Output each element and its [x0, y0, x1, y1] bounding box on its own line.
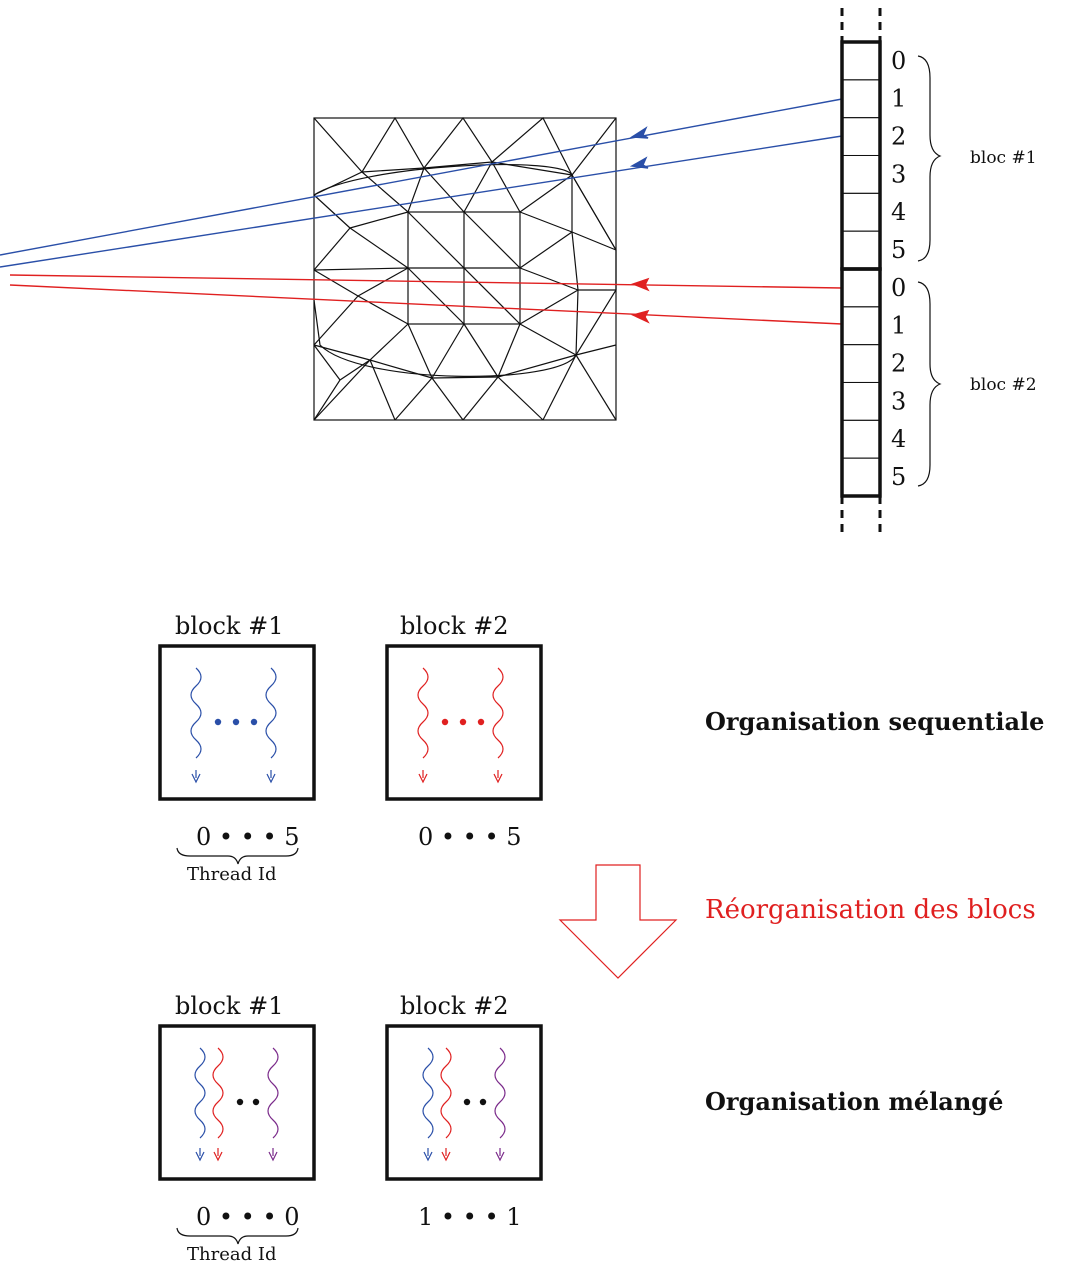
- ray-arrow-icon: [630, 277, 650, 292]
- thread-block-2: [385, 644, 543, 801]
- rays: [0, 98, 843, 325]
- detector-cell-index: 1: [891, 85, 906, 113]
- bloc-label-2: bloc #2: [970, 375, 1037, 395]
- thread-arrow-icon: [195, 1151, 205, 1162]
- thread-wave: [265, 667, 277, 759]
- detector-cell-index: 0: [891, 274, 906, 302]
- detector-strip: 0 1 2 3 4 5 0 1 2 3 4 5 bloc #1 bloc #2: [840, 8, 1037, 532]
- thread-arrow-icon: [441, 1151, 451, 1162]
- thread-range-1: 0 • • • 5: [196, 823, 300, 851]
- mixed-organisation: block #1 block #2 0 • • • 0 1 • • • 1 Th…: [158, 992, 1003, 1265]
- thread-range-2: 0 • • • 5: [418, 823, 522, 851]
- reorganisation-label: Réorganisation des blocs: [705, 895, 1036, 925]
- detector-cell: [841, 79, 881, 119]
- detector-cell-index: 3: [891, 160, 906, 188]
- thread-wave: [440, 1047, 452, 1139]
- detector-cell: [841, 192, 881, 232]
- ellipsis-dot: [214, 718, 222, 726]
- ellipsis-dot: [232, 718, 240, 726]
- thread-range-1: 0 • • • 0: [196, 1203, 300, 1231]
- detector-cell: [841, 344, 881, 383]
- ellipsis-dot: [477, 718, 485, 726]
- thread-arrow-icon: [418, 773, 428, 784]
- ray-red-1: [9, 274, 843, 289]
- thread-wave: [417, 667, 429, 759]
- ellipsis-dot: [463, 1098, 471, 1106]
- thread-arrow-icon: [268, 1151, 278, 1162]
- mesh-ring: [313, 163, 617, 377]
- thread-wave: [212, 1047, 224, 1139]
- detector-cell: [841, 419, 881, 459]
- bloc-brace-2: [917, 281, 942, 487]
- thread-arrow-icon: [266, 773, 276, 784]
- thread-range-2: 1 • • • 1: [418, 1203, 522, 1231]
- ellipsis-dot: [479, 1098, 487, 1106]
- ellipsis-dot: [252, 1098, 260, 1106]
- detector-cell-index: 5: [891, 236, 906, 264]
- thread-id-brace: [176, 847, 299, 865]
- thread-id-brace: [176, 1227, 299, 1245]
- block-title-1: block #1: [175, 992, 283, 1020]
- detector-cell-index: 2: [891, 350, 906, 378]
- bloc-brace-1: [917, 55, 942, 262]
- ray-arrow-icon: [629, 126, 649, 139]
- thread-wave: [492, 667, 504, 759]
- detector-cell: [841, 230, 881, 270]
- thread-block-2: [385, 1024, 543, 1181]
- bloc-label-1: bloc #1: [970, 148, 1037, 168]
- thread-arrow-icon: [493, 773, 503, 784]
- detector-cell: [841, 117, 881, 156]
- thread-arrow-icon: [191, 773, 201, 784]
- detector-cell: [841, 306, 881, 346]
- thread-wave: [494, 1047, 506, 1139]
- down-arrow-icon: [558, 864, 678, 979]
- thread-arrow-icon: [495, 1151, 505, 1162]
- ray-red-2: [9, 284, 843, 325]
- detector-cell-index: 4: [891, 198, 906, 226]
- thread-wave: [194, 1047, 206, 1139]
- detector-cell-index: 4: [891, 425, 906, 453]
- detector-cell: [841, 457, 881, 497]
- detector-cell: [841, 268, 881, 308]
- block-title-2: block #2: [400, 992, 508, 1020]
- sequential-organisation: block #1 block #2 0 • • • 5 0 • • • 5 Th…: [158, 612, 1044, 885]
- detector-block-2: [840, 267, 882, 498]
- triangular-mesh: [313, 116, 617, 421]
- ellipsis-dot: [236, 1098, 244, 1106]
- ray-blue-2: [0, 135, 843, 268]
- detector-cell-index: 3: [891, 387, 906, 415]
- detector-cell-index: 1: [891, 312, 906, 340]
- ellipsis-dot: [441, 718, 449, 726]
- ray-arrow-icon: [629, 156, 649, 169]
- ellipsis-dot: [250, 718, 258, 726]
- detector-cell-index: 0: [891, 47, 906, 75]
- ray-blue-1: [0, 98, 843, 256]
- thread-id-label: Thread Id: [187, 1244, 276, 1265]
- detector-cell: [841, 41, 881, 81]
- detector-cell: [841, 381, 881, 421]
- thread-wave: [190, 667, 202, 759]
- thread-wave: [422, 1047, 434, 1139]
- thread-block-1: [158, 644, 316, 801]
- thread-id-label: Thread Id: [187, 864, 276, 885]
- detector-cell-index: 2: [891, 123, 906, 151]
- block-title-2: block #2: [400, 612, 508, 640]
- sequential-heading: Organisation sequentiale: [705, 707, 1044, 736]
- mixed-heading: Organisation mélangé: [705, 1087, 1003, 1116]
- ray-arrow-icon: [630, 309, 650, 324]
- detector-cell-index: 5: [891, 463, 906, 491]
- detector-cell: [841, 154, 881, 194]
- thread-wave: [267, 1047, 279, 1139]
- block-title-1: block #1: [175, 612, 283, 640]
- reorganisation-transition: Réorganisation des blocs: [558, 864, 1036, 979]
- thread-arrow-icon: [213, 1151, 223, 1162]
- ellipsis-dot: [459, 718, 467, 726]
- thread-arrow-icon: [423, 1151, 433, 1162]
- thread-block-1: [158, 1024, 316, 1181]
